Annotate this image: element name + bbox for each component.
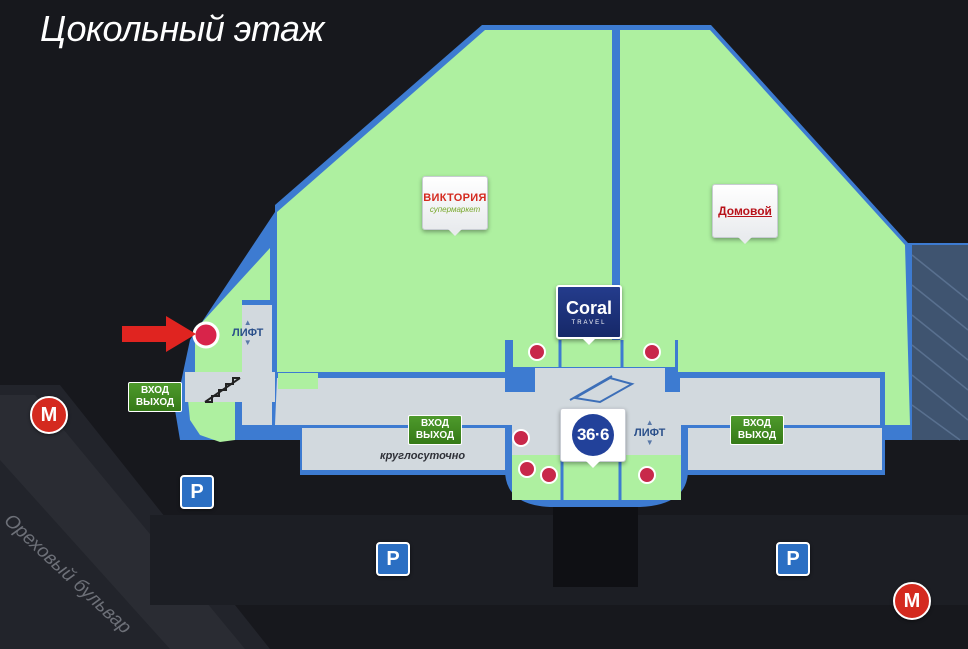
parking-icon[interactable]: P	[180, 475, 214, 509]
marker-dot[interactable]	[643, 343, 661, 361]
arrow-right-icon	[122, 316, 196, 352]
corridor-west-hall	[185, 372, 275, 402]
marker-dot[interactable]	[512, 429, 530, 447]
hatched-area	[912, 245, 968, 440]
viktoria-logo-name: ВИКТОРИЯ	[423, 192, 487, 204]
entrance-west[interactable]: ВХОД ВЫХОД	[128, 382, 182, 412]
metro-icon[interactable]: М	[893, 582, 931, 620]
parking-icon[interactable]: P	[376, 542, 410, 576]
store-marker-pharmacy[interactable]: 36·6	[560, 408, 626, 468]
marker-dot[interactable]	[638, 466, 656, 484]
entrance-label: ВХОД	[140, 385, 170, 396]
you-are-here-dot	[192, 321, 220, 349]
store-marker-coral[interactable]: Coral TRAVEL	[556, 285, 622, 345]
viktoria-logo-subtitle: супермаркет	[429, 205, 481, 214]
exit-label: ВЫХОД	[135, 397, 175, 408]
hatch-lines	[911, 254, 968, 441]
floor-title: Цокольный этаж	[40, 8, 324, 49]
pharmacy-logo: 36·6	[572, 414, 614, 456]
elevator-label: ЛИФТ	[634, 427, 666, 439]
corridor-lower-west	[302, 428, 510, 470]
elevator-down-icon: ▼	[645, 438, 654, 447]
entrance-east[interactable]: ВХОД ВЫХОД	[730, 415, 784, 445]
underpass	[553, 507, 638, 587]
corridor-west	[242, 305, 272, 425]
entrance-label: ВХОД	[742, 418, 772, 429]
parking-icon[interactable]: P	[776, 542, 810, 576]
shop-markers	[512, 343, 661, 484]
store-marker-domovoy[interactable]: Домовой	[712, 184, 778, 244]
marker-dot[interactable]	[540, 466, 558, 484]
elevator-up-icon: ▲	[645, 418, 654, 427]
elevator-up-icon: ▲	[243, 318, 252, 327]
store-area-west-lower	[188, 400, 235, 442]
elevator-center[interactable]: ▲ ЛИФТ ▼	[634, 418, 665, 448]
elevator-down-icon: ▼	[243, 338, 252, 347]
exit-label: ВЫХОД	[415, 430, 455, 441]
marker-dot[interactable]	[528, 343, 546, 361]
entrance-center[interactable]: ВХОД ВЫХОД	[408, 415, 462, 445]
metro-icon[interactable]: М	[30, 396, 68, 434]
elevator-west[interactable]: ▲ ЛИФТ ▼	[232, 318, 263, 348]
light-green-patch	[278, 373, 318, 389]
escalator-icon	[569, 375, 635, 404]
exit-label: ВЫХОД	[737, 430, 777, 441]
divider-wall	[612, 30, 620, 340]
coral-logo-name: Coral	[565, 298, 612, 318]
stairs-icon	[204, 377, 241, 403]
store-marker-viktoria[interactable]: ВИКТОРИЯ супермаркет	[422, 176, 488, 236]
coral-logo-subtitle: TRAVEL	[571, 320, 607, 326]
hours-label: круглосуточно	[380, 450, 466, 462]
elevator-label: ЛИФТ	[232, 327, 264, 339]
marker-dot[interactable]	[518, 460, 536, 478]
entrance-label: ВХОД	[420, 418, 450, 429]
domovoy-logo-name: Домовой	[718, 204, 772, 218]
